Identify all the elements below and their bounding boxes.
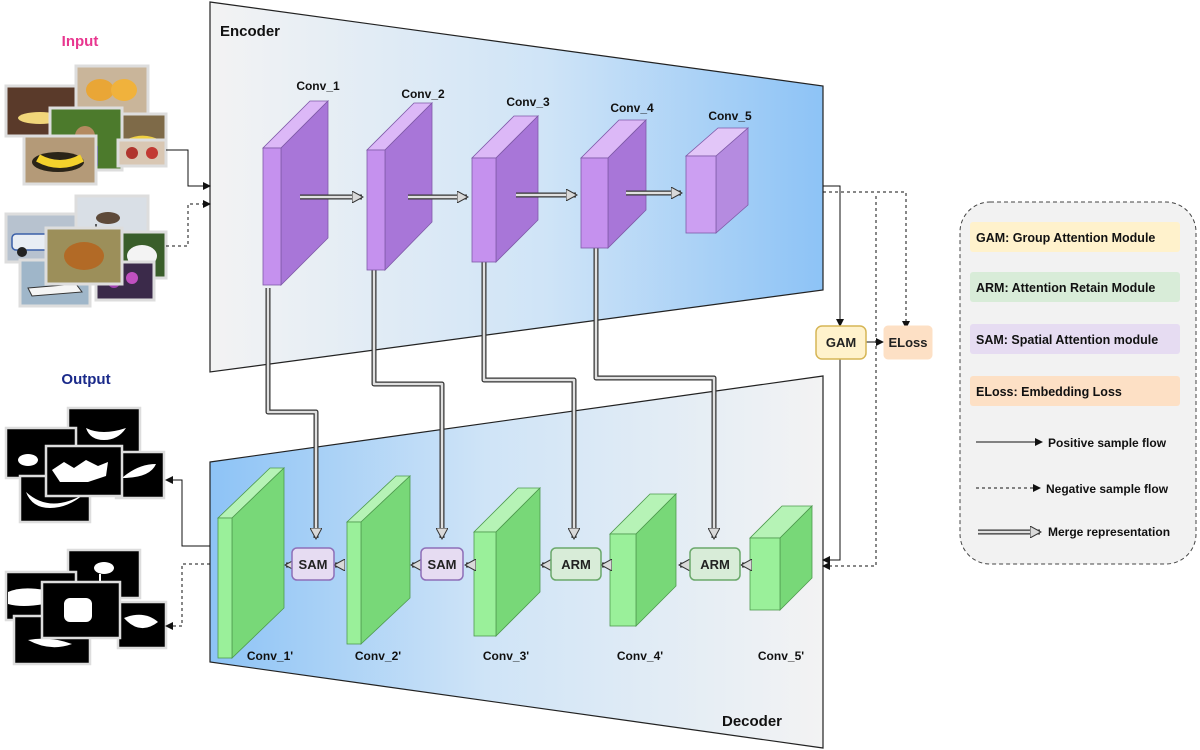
sam-module-2: SAM <box>420 547 464 581</box>
encoder-conv-3 <box>471 115 539 263</box>
decoder-conv-4 <box>609 493 677 627</box>
encoder-label-conv-1: Conv_1 <box>296 79 340 93</box>
encoder-conv-2 <box>366 102 433 271</box>
legend-gam: GAM: Group Attention Module <box>976 231 1155 245</box>
decoder-title: Decoder <box>722 713 782 730</box>
decoder-conv-2 <box>345 475 412 645</box>
output-mask-stack-positive <box>4 406 166 524</box>
encoder-label-conv-5: Conv_5 <box>708 109 752 123</box>
legend: GAM: Group Attention Module ARM: Attenti… <box>959 201 1197 565</box>
decoder-conv-1 <box>217 467 285 659</box>
gam-module-label: GAM <box>826 335 856 350</box>
negative-output-flow <box>165 563 210 630</box>
input-image-stack-negative <box>4 194 168 308</box>
legend-negative: Negative sample flow <box>1046 482 1169 496</box>
sam-module-1-label: SAM <box>299 557 328 572</box>
encoder-conv-4 <box>580 119 647 249</box>
decoder-label-conv-5: Conv_5' <box>758 649 804 663</box>
arm-module-2: ARM <box>689 547 741 581</box>
positive-input-flow <box>166 149 211 190</box>
positive-flow-to-decoder <box>822 359 841 564</box>
arm-module-2-label: ARM <box>700 557 730 572</box>
encoder-label-conv-3: Conv_3 <box>506 95 550 109</box>
output-mask-stack-negative <box>4 548 168 666</box>
legend-merge: Merge representation <box>1048 525 1170 539</box>
output-title: Output <box>61 371 110 388</box>
decoder-label-conv-3: Conv_3' <box>483 649 529 663</box>
negative-flow-to-eloss <box>823 191 910 329</box>
encoder-conv-5 <box>684 127 750 234</box>
gam-module: GAM <box>815 325 867 360</box>
encoder-forward-arrows <box>300 193 681 197</box>
legend-sam: SAM: Spatial Attention module <box>976 333 1158 347</box>
legend-arm: ARM: Attention Retain Module <box>976 281 1155 295</box>
skip-connections <box>265 248 714 538</box>
positive-flow-to-gam <box>823 185 844 327</box>
input-image-stack-positive <box>4 64 168 186</box>
decoder-conv-3 <box>473 487 541 637</box>
decoder-label-conv-4: Conv_4' <box>617 649 663 663</box>
eloss-module: ELoss <box>883 325 933 360</box>
decoder-label-conv-1: Conv_1' <box>247 649 293 663</box>
encoder-title: Encoder <box>220 23 280 40</box>
sam-module-2-label: SAM <box>428 557 457 572</box>
input-title: Input <box>62 33 99 50</box>
encoder-conv-1 <box>262 100 329 286</box>
arm-module-1: ARM <box>550 547 602 581</box>
encoder-label-conv-4: Conv_4 <box>610 101 654 115</box>
decoder-conv-5 <box>749 505 813 611</box>
decoder-label-conv-2: Conv_2' <box>355 649 401 663</box>
positive-output-flow <box>165 476 210 547</box>
sam-module-1: SAM <box>291 547 335 581</box>
negative-input-flow <box>166 200 211 247</box>
legend-positive: Positive sample flow <box>1048 436 1167 450</box>
negative-flow-to-decoder <box>822 196 877 570</box>
encoder-label-conv-2: Conv_2 <box>401 87 445 101</box>
legend-eloss: ELoss: Embedding Loss <box>976 385 1122 399</box>
eloss-module-label: ELoss <box>888 335 927 350</box>
arm-module-1-label: ARM <box>561 557 591 572</box>
